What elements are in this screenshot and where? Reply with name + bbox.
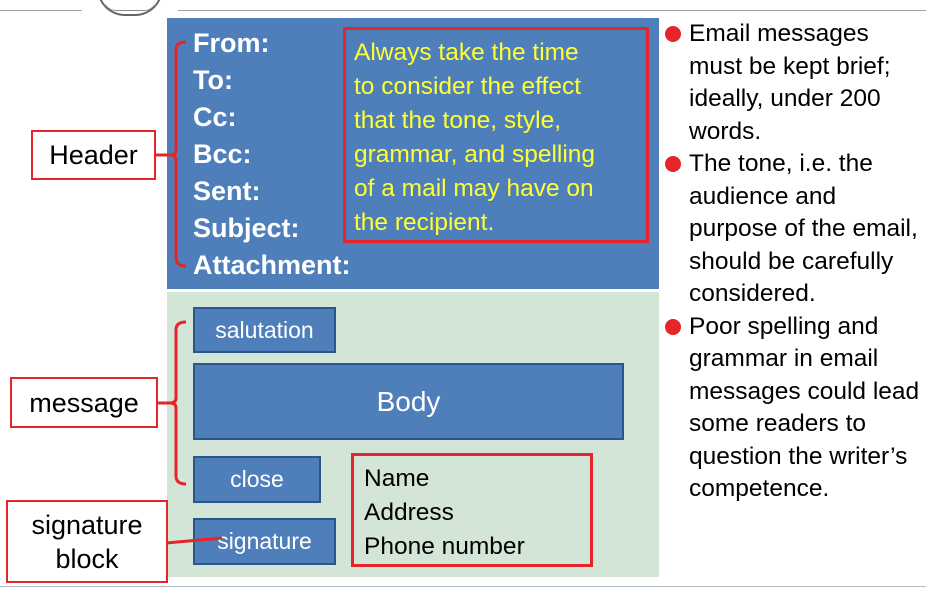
field-bcc: Bcc: xyxy=(193,139,252,169)
signature-block-label-line2: block xyxy=(55,543,119,574)
note-line: the recipient. xyxy=(354,209,495,236)
signature-details-box: Name Address Phone number xyxy=(351,453,593,567)
message-callout: message xyxy=(10,377,158,428)
header-bracket xyxy=(169,40,187,268)
note-line: of a mail may have on xyxy=(354,175,594,202)
field-to: To: xyxy=(193,65,233,95)
header-field-list: From: To: Cc: Bcc: Sent: Subject: Attach… xyxy=(193,25,351,284)
tone-note-box: Always take the time to consider the eff… xyxy=(343,27,649,243)
note-line: Always take the time xyxy=(354,39,579,66)
salutation-box: salutation xyxy=(193,307,336,353)
body-box: Body xyxy=(193,363,624,440)
bullet-item: Email messages must be kept brief; ideal… xyxy=(664,18,926,148)
field-subject: Subject: xyxy=(193,213,300,243)
bullet-item: Poor spelling and grammar in email messa… xyxy=(664,311,926,506)
message-callout-label: message xyxy=(29,387,139,418)
bullet-text: Poor spelling and grammar in email messa… xyxy=(689,312,920,503)
body-label: Body xyxy=(376,385,441,417)
field-sent: Sent: xyxy=(193,176,261,206)
close-box: close xyxy=(193,456,321,503)
bullet-dot-icon xyxy=(665,156,681,172)
signature-line-name: Name xyxy=(364,465,430,492)
signature-block-callout: signature block xyxy=(6,500,168,583)
top-rule-right xyxy=(178,10,926,11)
field-cc: Cc: xyxy=(193,102,237,132)
note-line: that the tone, style, xyxy=(354,107,562,134)
signature-block-label-line1: signature xyxy=(31,509,143,540)
bullet-text: Email messages must be kept brief; ideal… xyxy=(689,20,891,145)
bottom-rule xyxy=(0,586,926,587)
message-bracket xyxy=(169,320,187,486)
top-rule-left xyxy=(0,10,82,11)
close-label: close xyxy=(230,466,284,492)
signature-connector xyxy=(165,536,223,545)
salutation-label: salutation xyxy=(215,316,314,343)
bullet-item: The tone, i.e. the audience and purpose … xyxy=(664,148,926,311)
signature-line-address: Address xyxy=(364,499,454,526)
field-attachment: Attachment: xyxy=(193,250,351,280)
signature-label: signature xyxy=(217,528,312,554)
signature-line-phone: Phone number xyxy=(364,533,525,560)
guideline-bullets: Email messages must be kept brief; ideal… xyxy=(664,18,926,506)
field-from: From: xyxy=(193,28,270,58)
note-line: to consider the effect xyxy=(354,73,581,100)
bullet-dot-icon xyxy=(665,26,681,42)
email-header-panel xyxy=(167,18,659,289)
note-line: grammar, and spelling xyxy=(354,141,596,168)
bullet-text: The tone, i.e. the audience and purpose … xyxy=(689,150,918,307)
header-callout-label: Header xyxy=(49,140,138,170)
bullet-dot-icon xyxy=(665,318,681,335)
header-callout: Header xyxy=(31,130,156,180)
